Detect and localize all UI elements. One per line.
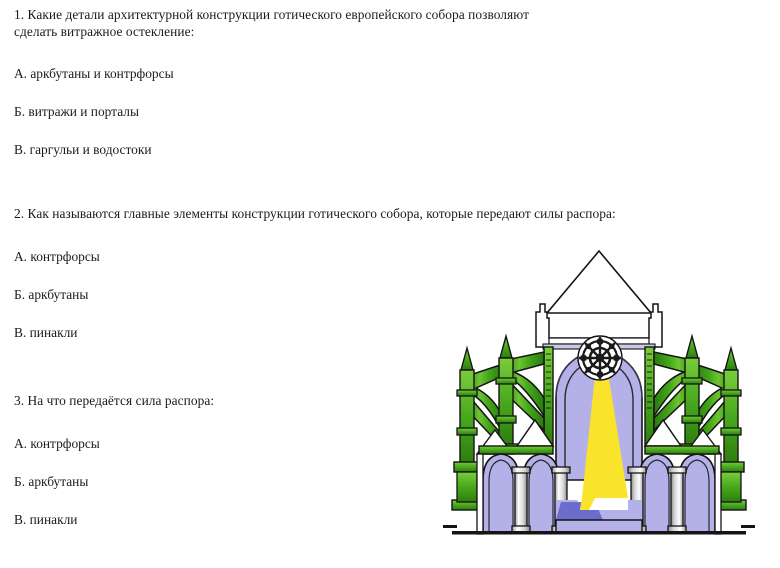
question-1-option-a[interactable]: А. аркбутаны и контрфорсы (14, 66, 174, 81)
aisle-arcade-left (476, 445, 571, 535)
floor-base (555, 498, 643, 534)
question-1-stem: 1. Какие детали архитектурной конструкци… (14, 7, 530, 39)
left-structure (451, 333, 571, 535)
question-2-stem: 2. Как называются главные элементы конст… (14, 206, 616, 221)
question-2-option-v[interactable]: В. пинакли (14, 325, 78, 340)
question-2-option-b[interactable]: Б. аркбутаны (14, 287, 89, 302)
question-3-option-v[interactable]: В. пинакли (14, 512, 78, 527)
question-1: 1. Какие детали архитектурной конструкци… (14, 6, 674, 158)
question-1-option-b[interactable]: Б. витражи и порталы (14, 104, 139, 119)
question-1-option-v[interactable]: В. гаргульи и водостоки (14, 142, 152, 157)
pinnacle-left-outer (451, 345, 479, 511)
question-3-stem: 3. На что передаётся сила распора: (14, 393, 215, 408)
question-3: 3. На что передаётся сила распора: А. ко… (14, 392, 674, 528)
cathedral-cross-section-svg (443, 248, 755, 541)
question-2-option-a[interactable]: А. контрфорсы (14, 249, 100, 264)
rose-window (577, 335, 623, 381)
question-2: 2. Как называются главные элементы конст… (14, 205, 674, 341)
ground-line (443, 525, 755, 535)
roof-gable (545, 249, 653, 314)
right-structure (627, 333, 747, 535)
question-3-option-a[interactable]: А. контрфорсы (14, 436, 100, 451)
gothic-cathedral-illustration (443, 248, 755, 541)
clerestory-pier-right (644, 346, 655, 448)
clerestory-pier-left (543, 346, 554, 448)
light-beam (582, 366, 628, 498)
question-3-option-b[interactable]: Б. аркбутаны (14, 474, 89, 489)
